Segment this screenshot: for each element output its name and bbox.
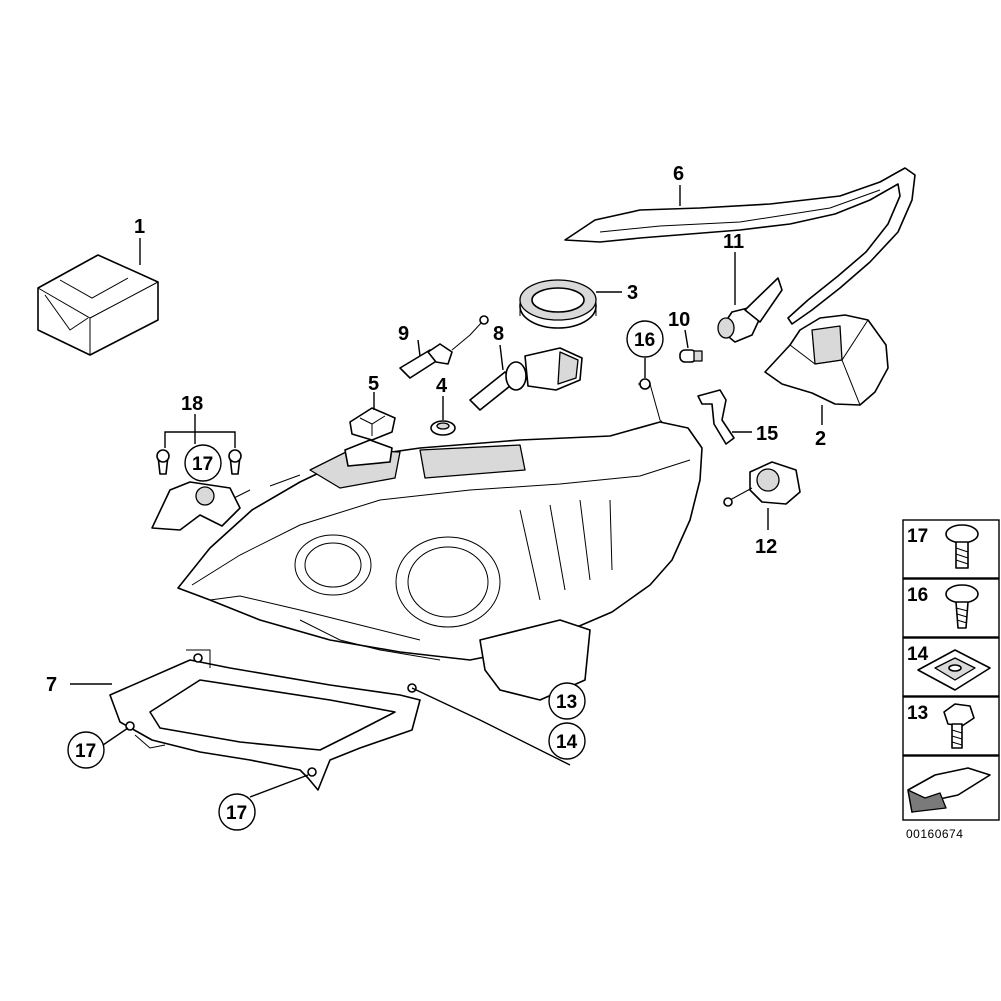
callout-1[interactable]: 1: [134, 216, 145, 238]
callout-17a-circle: [184, 444, 222, 482]
callout-14-circle: [548, 722, 586, 760]
headlight-housing[interactable]: [177, 421, 703, 701]
callout-5[interactable]: 5: [368, 373, 379, 395]
callout-9[interactable]: 9: [398, 323, 409, 345]
direction-arrow-icon: [907, 767, 991, 813]
leader-9: [417, 339, 421, 357]
leader-18a: [164, 414, 196, 448]
leader-18b: [195, 431, 236, 448]
part-18-bracket[interactable]: [151, 449, 242, 531]
leader-13-14: [411, 687, 571, 766]
callout-17a[interactable]: 17: [192, 454, 213, 475]
part-1-box[interactable]: [37, 254, 159, 356]
part-4-grommet[interactable]: [430, 420, 456, 436]
clip-nut-icon: [917, 649, 991, 691]
callout-6[interactable]: 6: [673, 163, 684, 185]
part-11-bulb-socket[interactable]: [717, 277, 783, 343]
callout-18[interactable]: 18: [181, 393, 203, 415]
callout-11[interactable]: 11: [723, 231, 744, 253]
legend-label-17: 17: [907, 526, 928, 547]
callout-14[interactable]: 14: [556, 732, 578, 753]
part-8-bulb[interactable]: [469, 347, 583, 411]
callout-8[interactable]: 8: [493, 323, 504, 345]
diagram-code: 00160674: [906, 827, 963, 841]
leader-10: [684, 329, 689, 349]
callout-12[interactable]: 12: [755, 536, 777, 558]
part-9-bulb[interactable]: [399, 315, 489, 379]
callout-13[interactable]: 13: [556, 692, 577, 713]
part-3-ring[interactable]: [519, 279, 597, 329]
leader-8: [499, 344, 504, 371]
part-16-bolt[interactable]: [638, 378, 669, 429]
screw-icon: [945, 584, 979, 629]
part-5-cover-cap[interactable]: [349, 407, 396, 441]
part-15-bracket[interactable]: [697, 389, 735, 445]
part-2-cap[interactable]: [764, 314, 889, 406]
callout-17b[interactable]: 17: [75, 741, 96, 762]
callout-13-circle: [548, 682, 586, 720]
leader-17c: [249, 774, 309, 798]
legend-label-14: 14: [907, 644, 929, 665]
callout-4[interactable]: 4: [436, 375, 448, 397]
legend-label-16: 16: [907, 585, 928, 606]
part-6-seal-strip[interactable]: [564, 167, 916, 325]
callout-2[interactable]: 2: [815, 428, 826, 450]
callout-10[interactable]: 10: [668, 309, 690, 331]
callout-16-circle: [626, 320, 664, 358]
callout-17b-circle: [67, 731, 105, 769]
callout-3[interactable]: 3: [627, 282, 638, 304]
callout-16[interactable]: 16: [634, 330, 655, 351]
fastener-legend: 17 16 14 13: [902, 519, 1000, 821]
hex-bolt-icon: [943, 703, 975, 749]
callout-17c[interactable]: 17: [226, 803, 247, 824]
part-12-socket[interactable]: [723, 461, 801, 507]
legend-label-13: 13: [907, 703, 928, 724]
callout-15[interactable]: 15: [756, 423, 778, 445]
screw-icon: [945, 524, 979, 569]
part-7-support-frame[interactable]: [109, 649, 421, 791]
callout-7[interactable]: 7: [46, 674, 57, 696]
part-10-small-bulb[interactable]: [679, 349, 703, 363]
callout-17c-circle: [218, 793, 256, 831]
leader-17b: [102, 727, 129, 746]
